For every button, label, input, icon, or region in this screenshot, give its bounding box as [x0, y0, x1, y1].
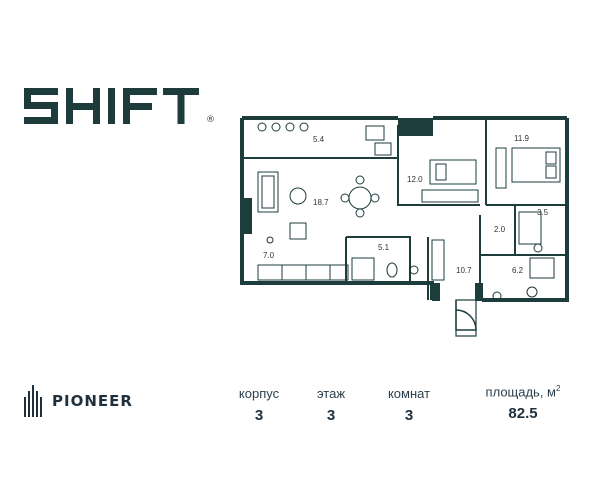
registered-mark: ®: [206, 115, 215, 125]
shift-logo: ®: [22, 86, 222, 131]
pioneer-name: PIONEER: [52, 392, 133, 410]
stat-area-value: 82.5: [508, 405, 538, 423]
stat-rooms-label: комнат: [387, 386, 431, 401]
stat-floor: этаж 3: [306, 386, 356, 424]
room-area-bath-right: 3.5: [537, 208, 549, 217]
stat-floor-label: этаж: [316, 386, 346, 401]
room-area-living: 18.7: [313, 198, 329, 207]
stat-floor-value: 3: [326, 407, 336, 424]
stat-building-value: 3: [254, 407, 264, 424]
room-area-hall-small: 2.0: [494, 225, 506, 234]
stat-building-label: корпус: [238, 386, 280, 401]
stat-area: площадь, м2 82.5: [468, 384, 578, 422]
stat-rooms: комнат 3: [376, 386, 442, 424]
room-area-balcony: 5.4: [313, 135, 325, 144]
floor-plan: 5.4 12.0 11.9 18.7 3.5 2.0 7.0 5.1 10.7 …: [240, 116, 569, 337]
furniture: [257, 122, 561, 301]
room-area-bedroom-right: 11.9: [514, 134, 530, 143]
room-area-bedroom-left: 12.0: [407, 175, 423, 184]
pioneer-brand: PIONEER: [24, 385, 133, 417]
stat-area-unit-sup: 2: [556, 384, 561, 393]
pioneer-logo-icon: [24, 385, 42, 417]
stat-building: корпус 3: [224, 386, 294, 424]
stat-area-label: площадь, м2: [485, 384, 561, 400]
wall-blocks: [242, 118, 483, 301]
room-area-kitchen: 7.0: [263, 251, 275, 260]
stat-rooms-value: 3: [404, 407, 414, 424]
room-area-corridor: 10.7: [456, 266, 472, 275]
room-area-wardrobe: 6.2: [512, 266, 524, 275]
room-area-bath-center: 5.1: [378, 243, 390, 252]
entrance-door-icon: [455, 300, 477, 331]
